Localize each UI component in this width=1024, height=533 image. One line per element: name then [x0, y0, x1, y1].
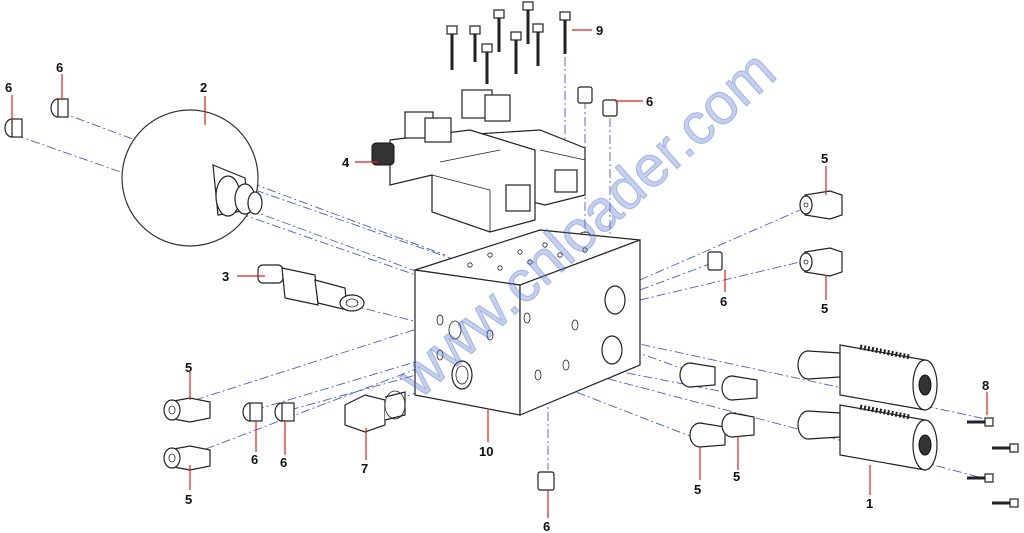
- callout-8: 8: [982, 378, 989, 393]
- callout-6-right: 6: [720, 294, 727, 309]
- callout-labels: 1 2 3 4 5 5 5 5 5 5 6 6 6 6 6 6 6 7 8 9 …: [5, 23, 989, 533]
- solenoid-cartridges: [797, 344, 938, 471]
- fittings-left: [163, 397, 211, 471]
- callout-6-left: 6: [56, 60, 63, 75]
- leader-lines: [11, 29, 988, 518]
- callout-6-bottom-left-b: 6: [280, 455, 287, 470]
- socket-bolts: [446, 1, 571, 84]
- fittings-right: [679, 190, 843, 448]
- callout-6-bottom: 6: [543, 519, 550, 533]
- callout-10: 10: [479, 444, 493, 459]
- solenoid-valves: [371, 89, 586, 233]
- callout-5-bottom-a: 5: [694, 482, 701, 497]
- small-plugs: [4, 98, 723, 491]
- hex-plug: [344, 390, 406, 433]
- callout-4: 4: [342, 155, 350, 170]
- callout-1: 1: [866, 496, 873, 511]
- manifold-block: [414, 229, 641, 416]
- small-screws: [967, 417, 1019, 508]
- callout-3: 3: [222, 269, 229, 284]
- cartridge-valve: [257, 264, 365, 312]
- callout-5-mid-right: 5: [821, 301, 828, 316]
- callout-9: 9: [596, 23, 603, 38]
- callout-6-top: 6: [646, 94, 653, 109]
- callout-5-left-upper: 5: [185, 360, 192, 375]
- callout-6-far-left: 6: [5, 80, 12, 95]
- callout-5-left-lower: 5: [185, 492, 192, 507]
- callout-2: 2: [200, 80, 207, 95]
- accumulator-sphere: [121, 109, 263, 247]
- callout-5-bottom-b: 5: [733, 469, 740, 484]
- callout-5-top-right: 5: [821, 151, 828, 166]
- callout-7: 7: [361, 461, 368, 476]
- callout-6-bottom-left-a: 6: [251, 452, 258, 467]
